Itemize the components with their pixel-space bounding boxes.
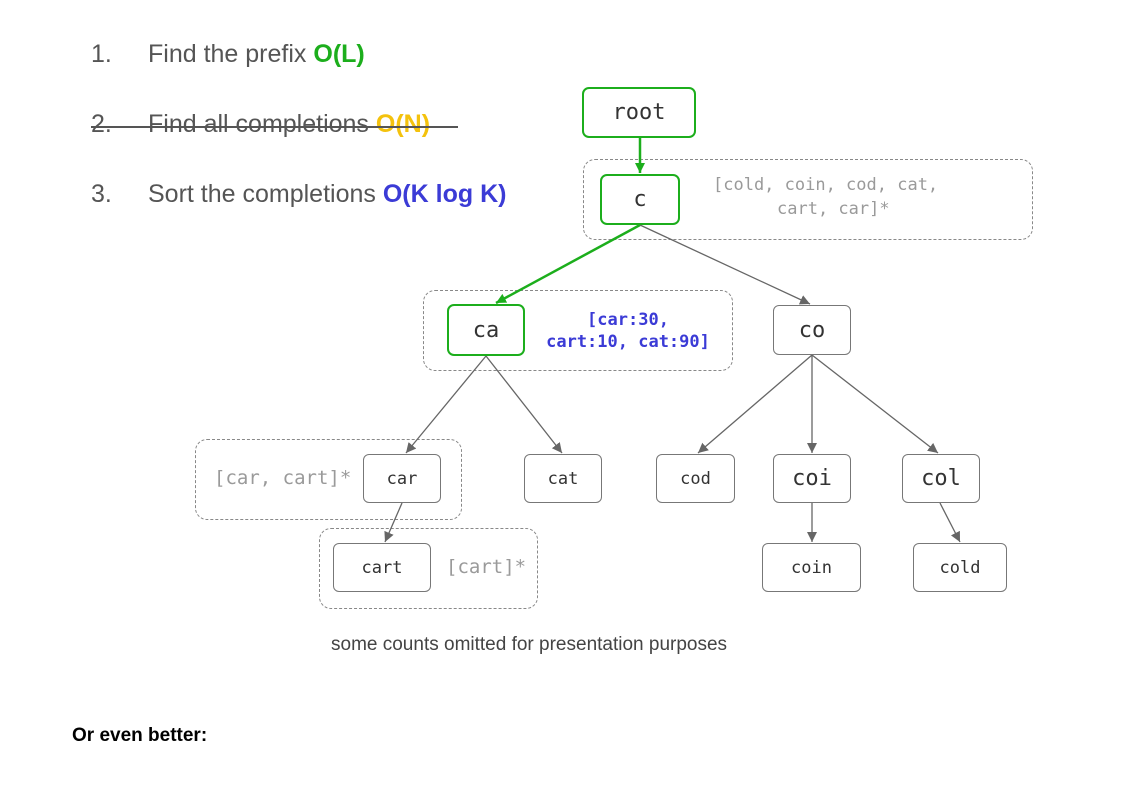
ca-counts-line-1: [car:30, [587, 310, 669, 330]
strikethrough-line [91, 126, 458, 128]
node-coi: coi [773, 454, 851, 503]
c-completions-box [583, 159, 1033, 240]
step-number: 3. [91, 180, 112, 208]
ca-counts-box [423, 290, 733, 371]
edge-co-col [811, 354, 939, 454]
node-cod: cod [656, 454, 735, 503]
node-cold: cold [913, 543, 1007, 592]
car-completions-label: [car, cart]* [214, 467, 352, 489]
node-col: col [902, 454, 980, 503]
complexity-label: O(L) [313, 40, 365, 68]
node-co: co [773, 305, 851, 355]
edge-ca-cat [485, 355, 563, 454]
complexity-label: O(K log K) [382, 180, 507, 208]
cart-completions-label: [cart]* [446, 556, 527, 578]
edge-c-ca [495, 223, 641, 305]
complexity-label: O(N) [375, 110, 431, 138]
step-text: Sort the completions [148, 180, 376, 208]
car-completions-box [195, 439, 462, 520]
ca-counts-line-2: cart:10, cat:90] [546, 332, 710, 352]
c-completions-line-1: [cold, coin, cod, cat, [713, 175, 939, 195]
edge-col-cold [939, 502, 961, 543]
step-number: 1. [91, 40, 112, 68]
caption: some counts omitted for presentation pur… [331, 634, 728, 655]
edge-car-cart [384, 502, 403, 543]
section-heading: Or even better: [72, 725, 208, 746]
edge-ca-car [405, 355, 487, 454]
cart-completions-box [319, 528, 538, 609]
step-number: 2. [91, 110, 112, 138]
node-coin: coin [762, 543, 861, 592]
c-completions-line-2: cart, car]* [777, 199, 890, 219]
node-cat: cat [524, 454, 602, 503]
node-root: root [582, 87, 696, 138]
node-c: c [600, 174, 680, 225]
edge-c-co [639, 224, 811, 305]
step-text: Find the prefix [148, 40, 307, 68]
node-cart: cart [333, 543, 431, 592]
step-text: Find all completions [148, 110, 369, 138]
node-car: car [363, 454, 441, 503]
edge-co-cod [697, 354, 813, 454]
node-ca: ca [447, 304, 525, 356]
